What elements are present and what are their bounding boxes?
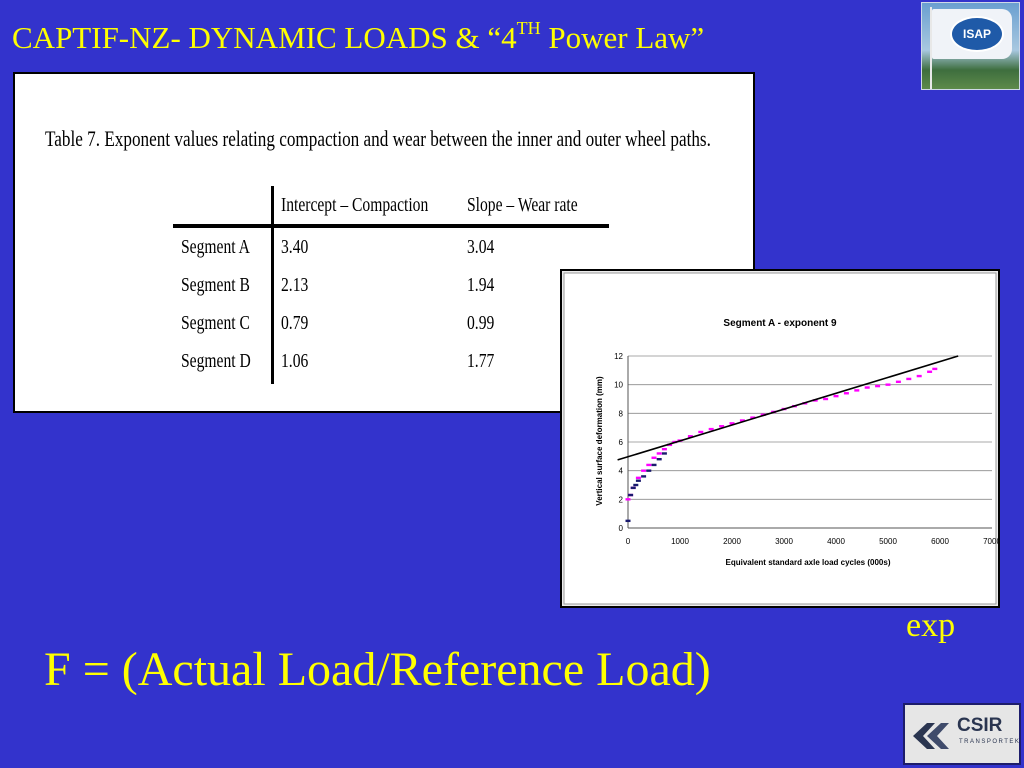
table-cell: 0.99	[467, 312, 495, 334]
y-tick-label: 8	[619, 409, 624, 418]
y-tick-label: 12	[614, 352, 623, 361]
table-cell: 1.77	[467, 350, 495, 372]
measured-point	[739, 419, 745, 422]
measured-point	[687, 435, 693, 438]
measured-point	[895, 380, 901, 383]
table-header-intercept: Intercept – Compaction	[281, 194, 429, 216]
measured-point	[698, 430, 704, 434]
table-row-label: Segment C	[181, 312, 250, 334]
measured-point	[885, 383, 891, 386]
x-tick-label: 7000	[983, 537, 998, 546]
measured-point	[833, 394, 839, 398]
table-cell: 1.94	[467, 274, 495, 296]
slide-title-tail: Power Law”	[540, 20, 705, 55]
measured-point	[750, 416, 756, 419]
table-row-label: Segment B	[181, 274, 250, 296]
chart-x-axis-label: Equivalent standard axle load cycles (00…	[726, 558, 891, 567]
table-caption: Table 7. Exponent values relating compac…	[45, 126, 711, 151]
chart-y-axis-label: Vertical surface deformation (mm)	[595, 376, 604, 506]
y-tick-label: 10	[614, 381, 623, 390]
y-tick-label: 0	[619, 524, 624, 533]
measured-point	[875, 384, 881, 388]
table-vertical-rule	[271, 186, 274, 384]
chart-title: Segment A - exponent 9	[723, 318, 837, 329]
early-point	[651, 463, 657, 467]
measured-point	[916, 374, 922, 378]
deformation-chart: Segment A - exponent 9 Vertical surface …	[563, 272, 998, 605]
measured-point	[719, 425, 725, 428]
early-point	[641, 475, 647, 478]
csir-chevron-icon	[913, 723, 949, 749]
x-tick-label: 5000	[879, 537, 897, 546]
csir-name: CSIR	[957, 715, 1003, 736]
isap-emblem: ISAP	[950, 16, 1004, 52]
chart-gridlines	[628, 355, 992, 500]
measured-point	[651, 456, 657, 459]
measured-point	[843, 392, 849, 395]
table-cell: 0.79	[281, 312, 309, 334]
power-law-formula: F = (Actual Load/Reference Load)	[44, 643, 711, 696]
measured-point	[932, 367, 938, 371]
y-tick-label: 2	[619, 495, 624, 504]
chart-data-marks	[617, 355, 959, 523]
x-tick-label: 6000	[931, 537, 949, 546]
early-point	[656, 458, 662, 461]
slide-title-main: CAPTIF-NZ- DYNAMIC LOADS & “4	[12, 20, 517, 55]
fit-line	[617, 355, 959, 461]
early-point	[635, 479, 641, 482]
measured-point	[864, 386, 870, 389]
csir-transportek-logo: CSIR TRANSPORTEK	[903, 703, 1021, 765]
chart-area-frame	[563, 272, 997, 605]
table-cell: 3.04	[467, 236, 495, 258]
measured-point	[635, 476, 641, 480]
y-tick-label: 6	[619, 438, 624, 447]
slide-title-superscript: TH	[516, 18, 541, 38]
early-point	[625, 519, 631, 523]
table-header-slope: Slope – Wear rate	[467, 194, 578, 216]
early-point	[630, 486, 636, 490]
early-point	[646, 469, 652, 472]
measured-point	[906, 377, 912, 381]
table-row-label: Segment D	[181, 350, 251, 372]
table-row-label: Segment A	[181, 236, 250, 258]
y-tick-label: 4	[619, 467, 624, 476]
flag-pole-icon	[930, 7, 932, 89]
x-tick-label: 0	[626, 537, 631, 546]
measured-point	[823, 397, 829, 401]
deformation-chart-panel: Segment A - exponent 9 Vertical surface …	[560, 269, 1000, 608]
measured-point	[661, 447, 667, 451]
measured-point	[625, 498, 631, 501]
early-point	[628, 493, 634, 497]
early-point	[661, 452, 667, 455]
table-header-rule	[173, 224, 609, 228]
formula-exponent: exp	[906, 607, 956, 644]
table-cell: 1.06	[281, 350, 309, 372]
x-tick-label: 3000	[775, 537, 793, 546]
isap-flag-logo: ISAP	[921, 2, 1020, 90]
early-point	[633, 483, 639, 487]
csir-subtitle: TRANSPORTEK	[959, 739, 1021, 745]
x-tick-label: 2000	[723, 537, 741, 546]
measured-point	[854, 389, 860, 392]
measured-point	[927, 370, 933, 373]
x-tick-label: 4000	[827, 537, 845, 546]
chart-tick-labels: 0 2 4 6 8 10 12 0 1000 2000 3000 4000 5000 6000 7000	[614, 352, 998, 546]
measured-point	[656, 452, 662, 455]
measured-point	[646, 463, 652, 467]
slide-title: CAPTIF-NZ- DYNAMIC LOADS & “4TH Power La…	[12, 8, 704, 58]
x-tick-label: 1000	[671, 537, 689, 546]
measured-point	[729, 422, 735, 425]
table-cell: 3.40	[281, 236, 309, 258]
measured-point	[708, 427, 714, 431]
measured-point	[641, 469, 647, 472]
table-cell: 2.13	[281, 274, 309, 296]
